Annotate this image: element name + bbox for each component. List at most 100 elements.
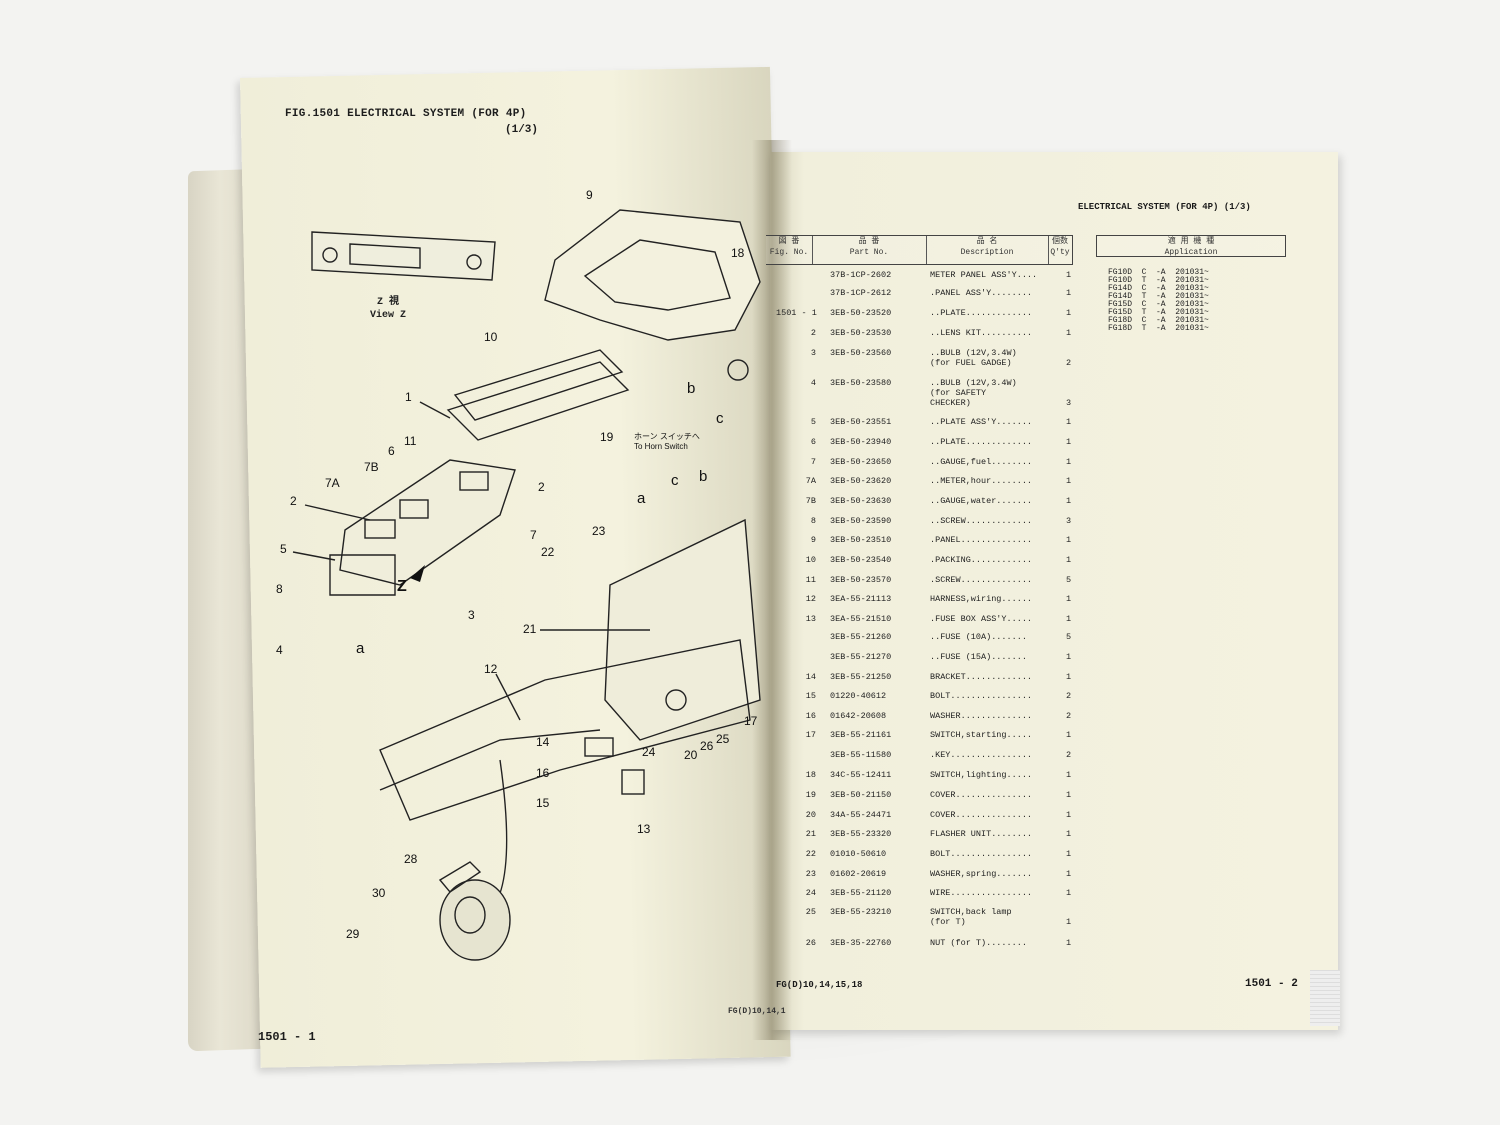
- gauge-block-3: [459, 471, 489, 491]
- quantity-cell: 1: [1066, 938, 1072, 948]
- fig-no-cell: 19: [805, 790, 816, 800]
- part-number-cell: 01602-20619: [830, 869, 887, 879]
- view-z-display: [349, 243, 421, 269]
- description-cell: .SCREW..............: [930, 575, 1033, 585]
- table-row: 3EB-55-21260..FUSE (10A).......5: [768, 632, 1098, 650]
- col-qty-en: Q'ty: [1050, 248, 1070, 257]
- quantity-cell: 1: [1066, 869, 1072, 879]
- callout-20: 20: [684, 748, 698, 762]
- dash-housing-shape: [604, 518, 761, 741]
- fig-no-cell: 13: [805, 614, 816, 624]
- part-number-cell: 3EB-50-23551: [830, 417, 892, 427]
- col-qty-jp: 個数: [1052, 237, 1068, 246]
- part-number-cell: 01642-20608: [830, 711, 887, 721]
- right-model-footer: FG(D)10,14,15,18: [776, 980, 863, 990]
- col-fig-no: 図 番 Fig. No.: [766, 235, 813, 265]
- col-application-en: Application: [1164, 248, 1218, 257]
- description-cell: ..FUSE (10A).......: [930, 632, 1027, 642]
- callout-21: 21: [523, 622, 537, 636]
- description-cell: SWITCH,back lamp: [930, 907, 1012, 917]
- view-z-gauge-2: [466, 254, 482, 270]
- quantity-cell: 1: [1066, 917, 1072, 927]
- quantity-cell: 1: [1066, 810, 1072, 820]
- col-description-en: Description: [960, 248, 1014, 257]
- fig-no-cell: 26: [805, 938, 816, 948]
- application-row: FG18D T -A 201031~: [1108, 324, 1209, 333]
- fig-no-cell: 18: [805, 770, 816, 780]
- quantity-cell: 1: [1066, 790, 1072, 800]
- callout-b-upper: b: [687, 380, 696, 397]
- callout-7b: 7B: [364, 460, 379, 474]
- description-cell: METER PANEL ASS'Y....: [930, 270, 1038, 280]
- table-row: 3EB-55-11580.KEY................2: [768, 750, 1098, 768]
- fig-no-cell: 2: [810, 328, 816, 338]
- table-row: CHECKER)3: [768, 398, 1098, 416]
- description-cell: ..SCREW.............: [930, 516, 1033, 526]
- callout-14: 14: [536, 735, 550, 749]
- fig-no-cell: 11: [805, 575, 816, 585]
- quantity-cell: 1: [1066, 437, 1072, 447]
- right-page-number: 1501 - 2: [1245, 978, 1298, 990]
- quantity-cell: 2: [1066, 691, 1072, 701]
- part-number-cell: 3EB-55-21270: [830, 652, 892, 662]
- part-number-cell: 3EB-50-23650: [830, 457, 892, 467]
- callout-13: 13: [637, 822, 651, 836]
- fig-no-cell: 17: [805, 730, 816, 740]
- callout-8: 8: [276, 582, 283, 596]
- part-number-cell: 3EB-55-21250: [830, 672, 892, 682]
- part-number-cell: 3EB-50-23560: [830, 348, 892, 358]
- quantity-cell: 1: [1066, 849, 1072, 859]
- part-number-cell: 3EB-55-21260: [830, 632, 892, 642]
- application-row: FG10D T -A 201031~: [1108, 276, 1209, 285]
- fig-no-cell: 4: [810, 378, 816, 388]
- view-z-label: Z 視 View Z: [370, 296, 406, 322]
- part-number-cell: 01010-50610: [830, 849, 887, 859]
- book-gutter: [752, 140, 792, 1040]
- description-cell: BOLT................: [930, 849, 1033, 859]
- leader-2: [304, 504, 371, 521]
- quantity-cell: 3: [1066, 398, 1072, 408]
- part-number-cell: 3EB-50-23510: [830, 535, 892, 545]
- callout-z: Z: [397, 578, 407, 595]
- quantity-cell: 1: [1066, 417, 1072, 427]
- part-number-cell: 3EA-55-21510: [830, 614, 892, 624]
- part-number-cell: 37B-1CP-2602: [830, 270, 892, 280]
- callout-24: 24: [642, 745, 656, 759]
- description-cell: .KEY................: [930, 750, 1033, 760]
- part-number-cell: 3EB-55-23210: [830, 907, 892, 917]
- part-number-cell: 3EB-55-23320: [830, 829, 892, 839]
- gauge-block-1: [364, 519, 396, 539]
- callout-9: 9: [586, 188, 593, 202]
- callout-15: 15: [536, 796, 550, 810]
- fig-no-cell: 15: [805, 691, 816, 701]
- callout-28: 28: [404, 852, 418, 866]
- callout-18: 18: [731, 246, 745, 260]
- part-number-cell: 3EB-50-23940: [830, 437, 892, 447]
- callout-10: 10: [484, 330, 498, 344]
- callout-17: 17: [744, 714, 758, 728]
- part-number-cell: 01220-40612: [830, 691, 887, 701]
- right-page[interactable]: [770, 152, 1338, 1030]
- application-row: FG14D C -A 201031~: [1108, 284, 1209, 293]
- application-row: FG14D T -A 201031~: [1108, 292, 1209, 301]
- description-cell: SWITCH,starting.....: [930, 730, 1033, 740]
- description-cell: COVER...............: [930, 810, 1033, 820]
- figure-subtitle: (1/3): [505, 124, 539, 136]
- col-description-jp: 品 名: [976, 237, 998, 246]
- description-cell: COVER...............: [930, 790, 1033, 800]
- col-application-jp: 適 用 機 種: [1167, 237, 1215, 246]
- part-number-cell: 3EB-50-23630: [830, 496, 892, 506]
- quantity-cell: 1: [1066, 328, 1072, 338]
- description-cell: ..PLATE ASS'Y.......: [930, 417, 1033, 427]
